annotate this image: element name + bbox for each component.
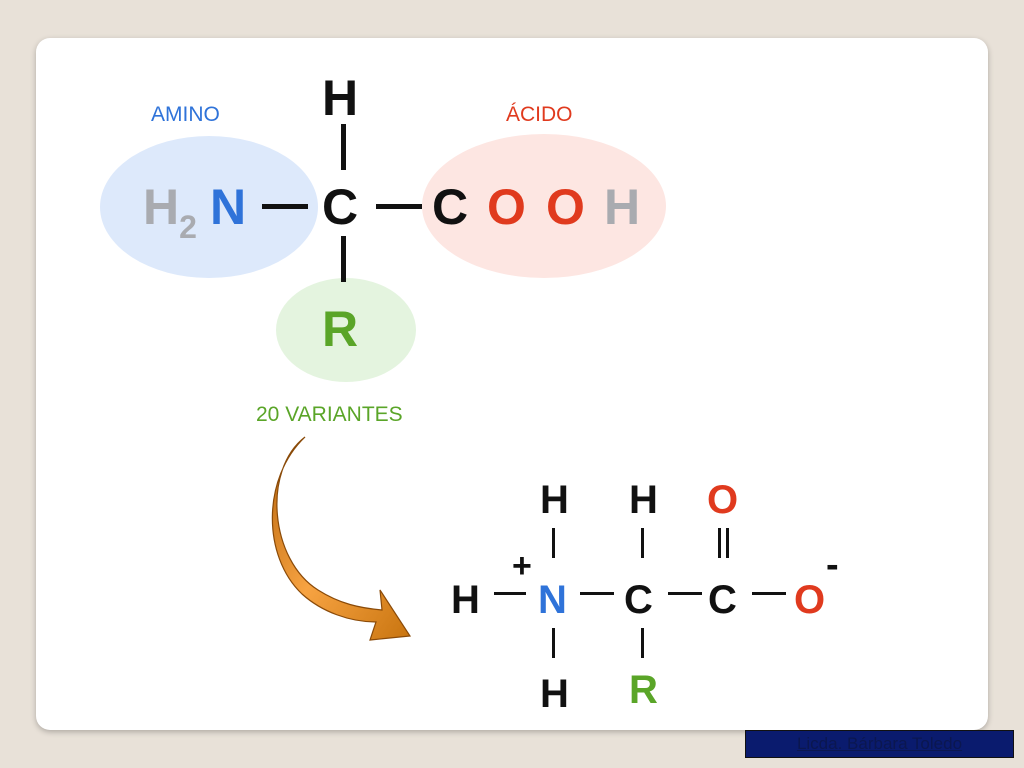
top-hydrogen: H [322, 70, 359, 126]
amine-hydrogen: H2 [143, 179, 197, 245]
zw-h-over-c: H [629, 478, 658, 522]
bond-n-c [262, 204, 308, 209]
zw-alpha-carbon: C [624, 578, 653, 622]
alpha-carbon: C [322, 179, 359, 235]
zw-minus-charge: - [826, 544, 839, 586]
zw-nitrogen: N [538, 578, 567, 622]
zw-r-group: R [629, 668, 658, 712]
bond-c-r [341, 236, 346, 282]
acid-group-highlight [422, 134, 666, 278]
acid-label: ÁCIDO [506, 103, 573, 126]
zw-h-left: H [451, 578, 480, 622]
zw-bond-c-top-h [641, 528, 644, 558]
author-credit: Licda. Bárbara Toledo [745, 730, 1014, 758]
r-group-highlight [276, 278, 416, 382]
zw-double-bond-1 [718, 528, 721, 558]
carboxyl-carbon: C [432, 179, 469, 235]
zw-bond-c-r [641, 628, 644, 658]
zw-h-under-n: H [540, 672, 569, 716]
amine-nitrogen: N [210, 179, 247, 235]
carboxyl-hydrogen: H [604, 179, 641, 235]
r-group: R [322, 301, 359, 357]
zw-bond-n-bottom-h [552, 628, 555, 658]
zw-bond-n-c [580, 592, 614, 595]
carboxyl-oxygen-2: O [546, 179, 585, 235]
zw-bond-h-n [494, 592, 526, 595]
author-credit-text: Licda. Bárbara Toledo [796, 734, 963, 753]
zw-h-over-n: H [540, 478, 569, 522]
carboxyl-oxygen-1: O [487, 179, 526, 235]
bond-c-top-h [341, 124, 346, 170]
bond-c-c [376, 204, 422, 209]
zw-plus-charge: + [512, 547, 532, 585]
zw-o-single: O [794, 578, 826, 622]
zw-o-double: O [707, 478, 739, 522]
zw-bond-c-o [752, 592, 786, 595]
amino-label: AMINO [151, 103, 220, 126]
zw-carboxyl-carbon: C [708, 578, 737, 622]
zw-bond-n-top-h [552, 528, 555, 558]
zw-bond-c-c [668, 592, 702, 595]
amine-subscript: 2 [179, 209, 197, 245]
variants-label: 20 VARIANTES [256, 403, 403, 426]
zw-double-bond-2 [726, 528, 729, 558]
